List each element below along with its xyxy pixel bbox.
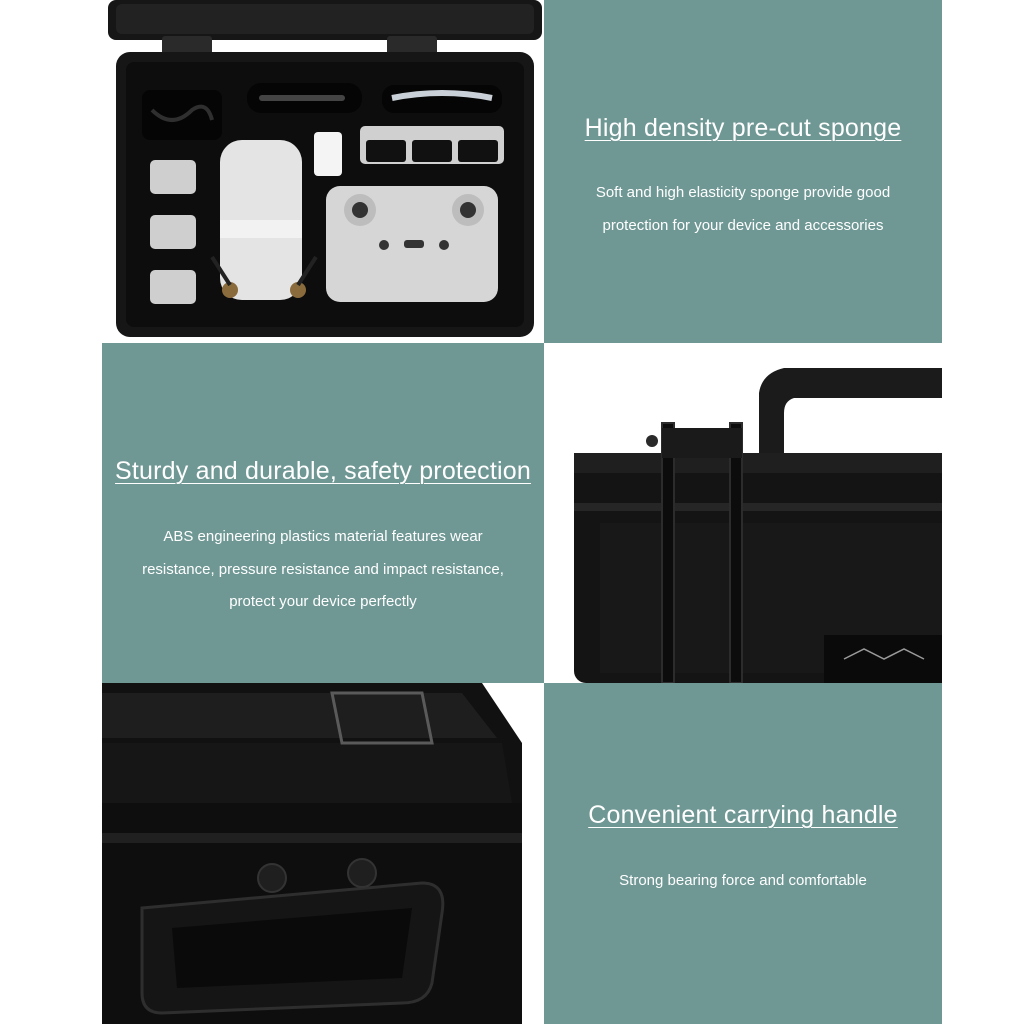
- case-latch-illustration: [574, 368, 942, 683]
- durable-feature-line-1: ABS engineering plastics material featur…: [163, 528, 483, 545]
- durable-feature-line-3: protect your device perfectly: [229, 593, 417, 610]
- durable-feature-heading: Sturdy and durable, safety protection: [115, 457, 531, 485]
- durable-feature-line-2: resistance, pressure resistance and impa…: [142, 560, 504, 578]
- handle-feature-heading: Convenient carrying handle: [588, 801, 898, 829]
- sponge-feature-line-1: Soft and high elasticity sponge provide …: [595, 184, 891, 201]
- sponge-feature-heading: High density pre-cut sponge: [584, 114, 902, 142]
- open-case-photo: [102, 0, 544, 343]
- handle-feature-panel: Convenient carrying handle Strong bearin…: [544, 683, 942, 1024]
- case-handle-photo: [102, 683, 544, 1024]
- case-handle-illustration: [102, 683, 522, 1024]
- sponge-feature-panel: High density pre-cut sponge Soft and hig…: [544, 0, 942, 343]
- case-latch-photo: [544, 343, 942, 683]
- durable-feature-panel: Sturdy and durable, safety protection AB…: [102, 343, 544, 683]
- open-case-illustration: [108, 0, 542, 337]
- handle-feature-line-1: Strong bearing force and comfortable: [619, 872, 867, 889]
- sponge-feature-line-2: protection for your device and accessori…: [602, 216, 884, 234]
